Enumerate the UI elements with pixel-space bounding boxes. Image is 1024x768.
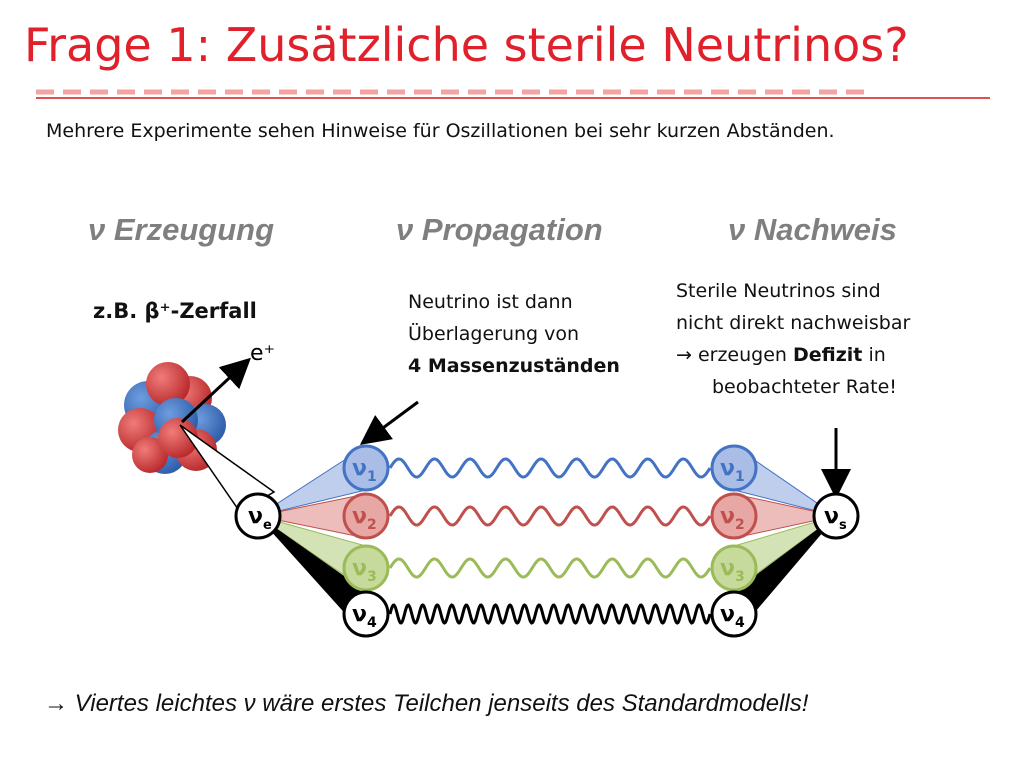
svg-text:4: 4: [735, 615, 745, 631]
svg-text:3: 3: [735, 569, 745, 585]
svg-text:ν: ν: [824, 504, 839, 529]
svg-text:ν: ν: [352, 602, 367, 627]
svg-text:2: 2: [735, 517, 745, 533]
svg-text:ν: ν: [720, 556, 735, 581]
svg-text:1: 1: [735, 469, 745, 485]
detection-note-line4: beobachteter Rate!: [712, 376, 897, 398]
svg-text:2: 2: [367, 517, 377, 533]
svg-text:1: 1: [367, 469, 377, 485]
svg-text:3: 3: [367, 569, 377, 585]
flavor-source-nu-e: ν e: [234, 492, 282, 540]
svg-text:e: e: [263, 518, 272, 533]
intro-text: Mehrere Experimente sehen Hinweise für O…: [46, 120, 835, 142]
svg-text:ν: ν: [352, 504, 367, 529]
beta-decay-label: z.B. β⁺-Zerfall: [93, 299, 257, 323]
detection-note-line3: → erzeugen Defizit in: [676, 341, 886, 370]
header-detection: ν Nachweis: [728, 212, 897, 247]
propagation-pointer-arrow: [359, 400, 419, 445]
svg-text:4: 4: [367, 615, 377, 631]
svg-text:ν: ν: [720, 504, 735, 529]
svg-text:ν: ν: [248, 504, 263, 529]
positron-label: e⁺: [250, 341, 275, 366]
svg-text:ν: ν: [720, 456, 735, 481]
oscillation-wave-1: [388, 457, 712, 479]
oscillation-wave-4: [388, 603, 712, 625]
detection-note-line1: Sterile Neutrinos sind: [676, 280, 881, 302]
propagation-note-line2: Überlagerung von: [408, 323, 580, 345]
detection-note-bold: Defizit: [793, 344, 863, 366]
title-underline: [36, 89, 990, 99]
propagation-note-line1: Neutrino ist dann: [408, 291, 573, 313]
nucleus-icon: [118, 362, 226, 474]
header-propagation: ν Propagation: [396, 212, 603, 247]
oscillation-wave-3: [388, 557, 712, 579]
propagation-note-line3: 4 Massenzuständen: [408, 355, 620, 377]
oscillation-wave-2: [388, 505, 712, 527]
detection-note-suffix: in: [862, 344, 886, 366]
detection-note-prefix: → erzeugen: [676, 344, 793, 366]
header-production: ν Erzeugung: [88, 212, 275, 247]
svg-text:s: s: [839, 518, 847, 533]
svg-text:ν: ν: [352, 556, 367, 581]
slide-title: Frage 1: Zusätzliche sterile Neutrinos?: [24, 18, 909, 72]
svg-text:ν: ν: [352, 456, 367, 481]
positron-arrow: [180, 357, 251, 424]
flavor-detect-nu-s: ν s: [812, 492, 860, 540]
svg-text:ν: ν: [720, 602, 735, 627]
conclusion-text: → Viertes leichtes ν wäre erstes Teilche…: [44, 690, 809, 717]
detection-note-line2: nicht direkt nachweisbar: [676, 312, 911, 334]
